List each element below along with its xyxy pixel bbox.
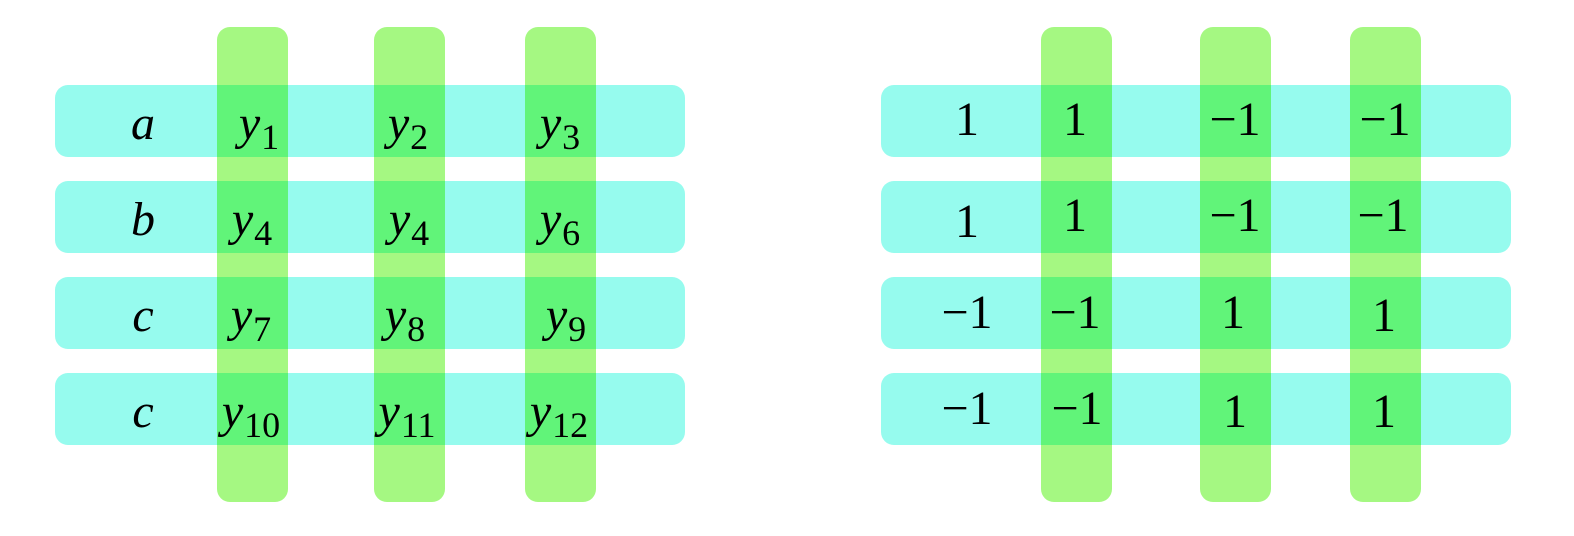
matrix-cell: −1	[1209, 93, 1261, 146]
matrix-cell: 1	[1063, 93, 1087, 146]
matrix-cell: −1	[1049, 286, 1101, 339]
column-band	[525, 27, 596, 502]
matrix-cell: 1	[1221, 286, 1245, 339]
matrix-cell: −1	[1209, 189, 1261, 242]
row-label: c	[132, 289, 154, 342]
column-band	[1350, 27, 1421, 502]
matrix-cell: 1	[1372, 289, 1396, 342]
column-band	[374, 27, 445, 502]
column-band	[1200, 27, 1271, 502]
row-label: −1	[941, 382, 993, 435]
right-matrix: 1 1 −1 −1 1 −1 −1 1 −1 −1 −1 1 1 −1 1 1	[860, 0, 1574, 536]
matrix-cell: −1	[1357, 189, 1409, 242]
matrix-cell: −1	[1051, 382, 1103, 435]
matrix-cell: 1	[1223, 385, 1247, 438]
column-band	[217, 27, 288, 502]
column-band	[1041, 27, 1112, 502]
row-label: c	[132, 385, 154, 438]
row-label: b	[131, 193, 155, 246]
row-label: 1	[955, 195, 979, 248]
matrix-cell: −1	[1359, 93, 1411, 146]
row-label: a	[131, 97, 155, 150]
matrix-cell: 1	[1372, 385, 1396, 438]
matrix-cell: 1	[1063, 189, 1087, 242]
row-label: −1	[941, 286, 993, 339]
row-label: 1	[955, 93, 979, 146]
